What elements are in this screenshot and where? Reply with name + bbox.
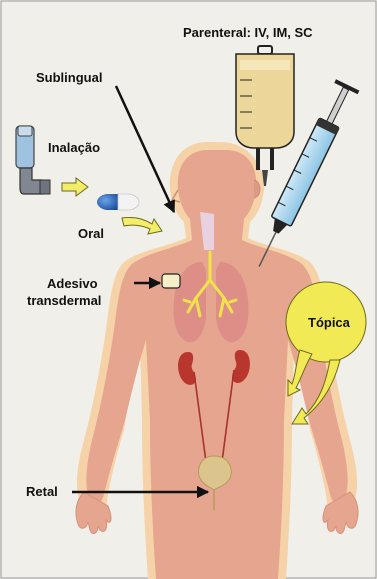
label-transdermal-line2: transdermal (27, 293, 101, 308)
label-topical: Tópica (308, 315, 351, 330)
capsule-white-half (118, 194, 139, 210)
label-inhalation: Inalação (48, 140, 100, 155)
iv-bag-port-right (270, 148, 274, 170)
inhaler-mouthpiece (40, 180, 50, 194)
iv-bag-port-left (256, 148, 260, 170)
label-rectal: Retal (26, 484, 58, 499)
label-oral: Oral (78, 226, 104, 241)
oral-capsule (97, 194, 139, 210)
label-sublingual: Sublingual (36, 70, 102, 85)
transdermal-patch (162, 274, 180, 288)
iv-bag-label-area (240, 60, 290, 70)
inhaler-canister-top (18, 126, 32, 136)
label-parenteral: Parenteral: IV, IM, SC (183, 25, 313, 40)
label-transdermal-line1: Adesivo (47, 276, 98, 291)
